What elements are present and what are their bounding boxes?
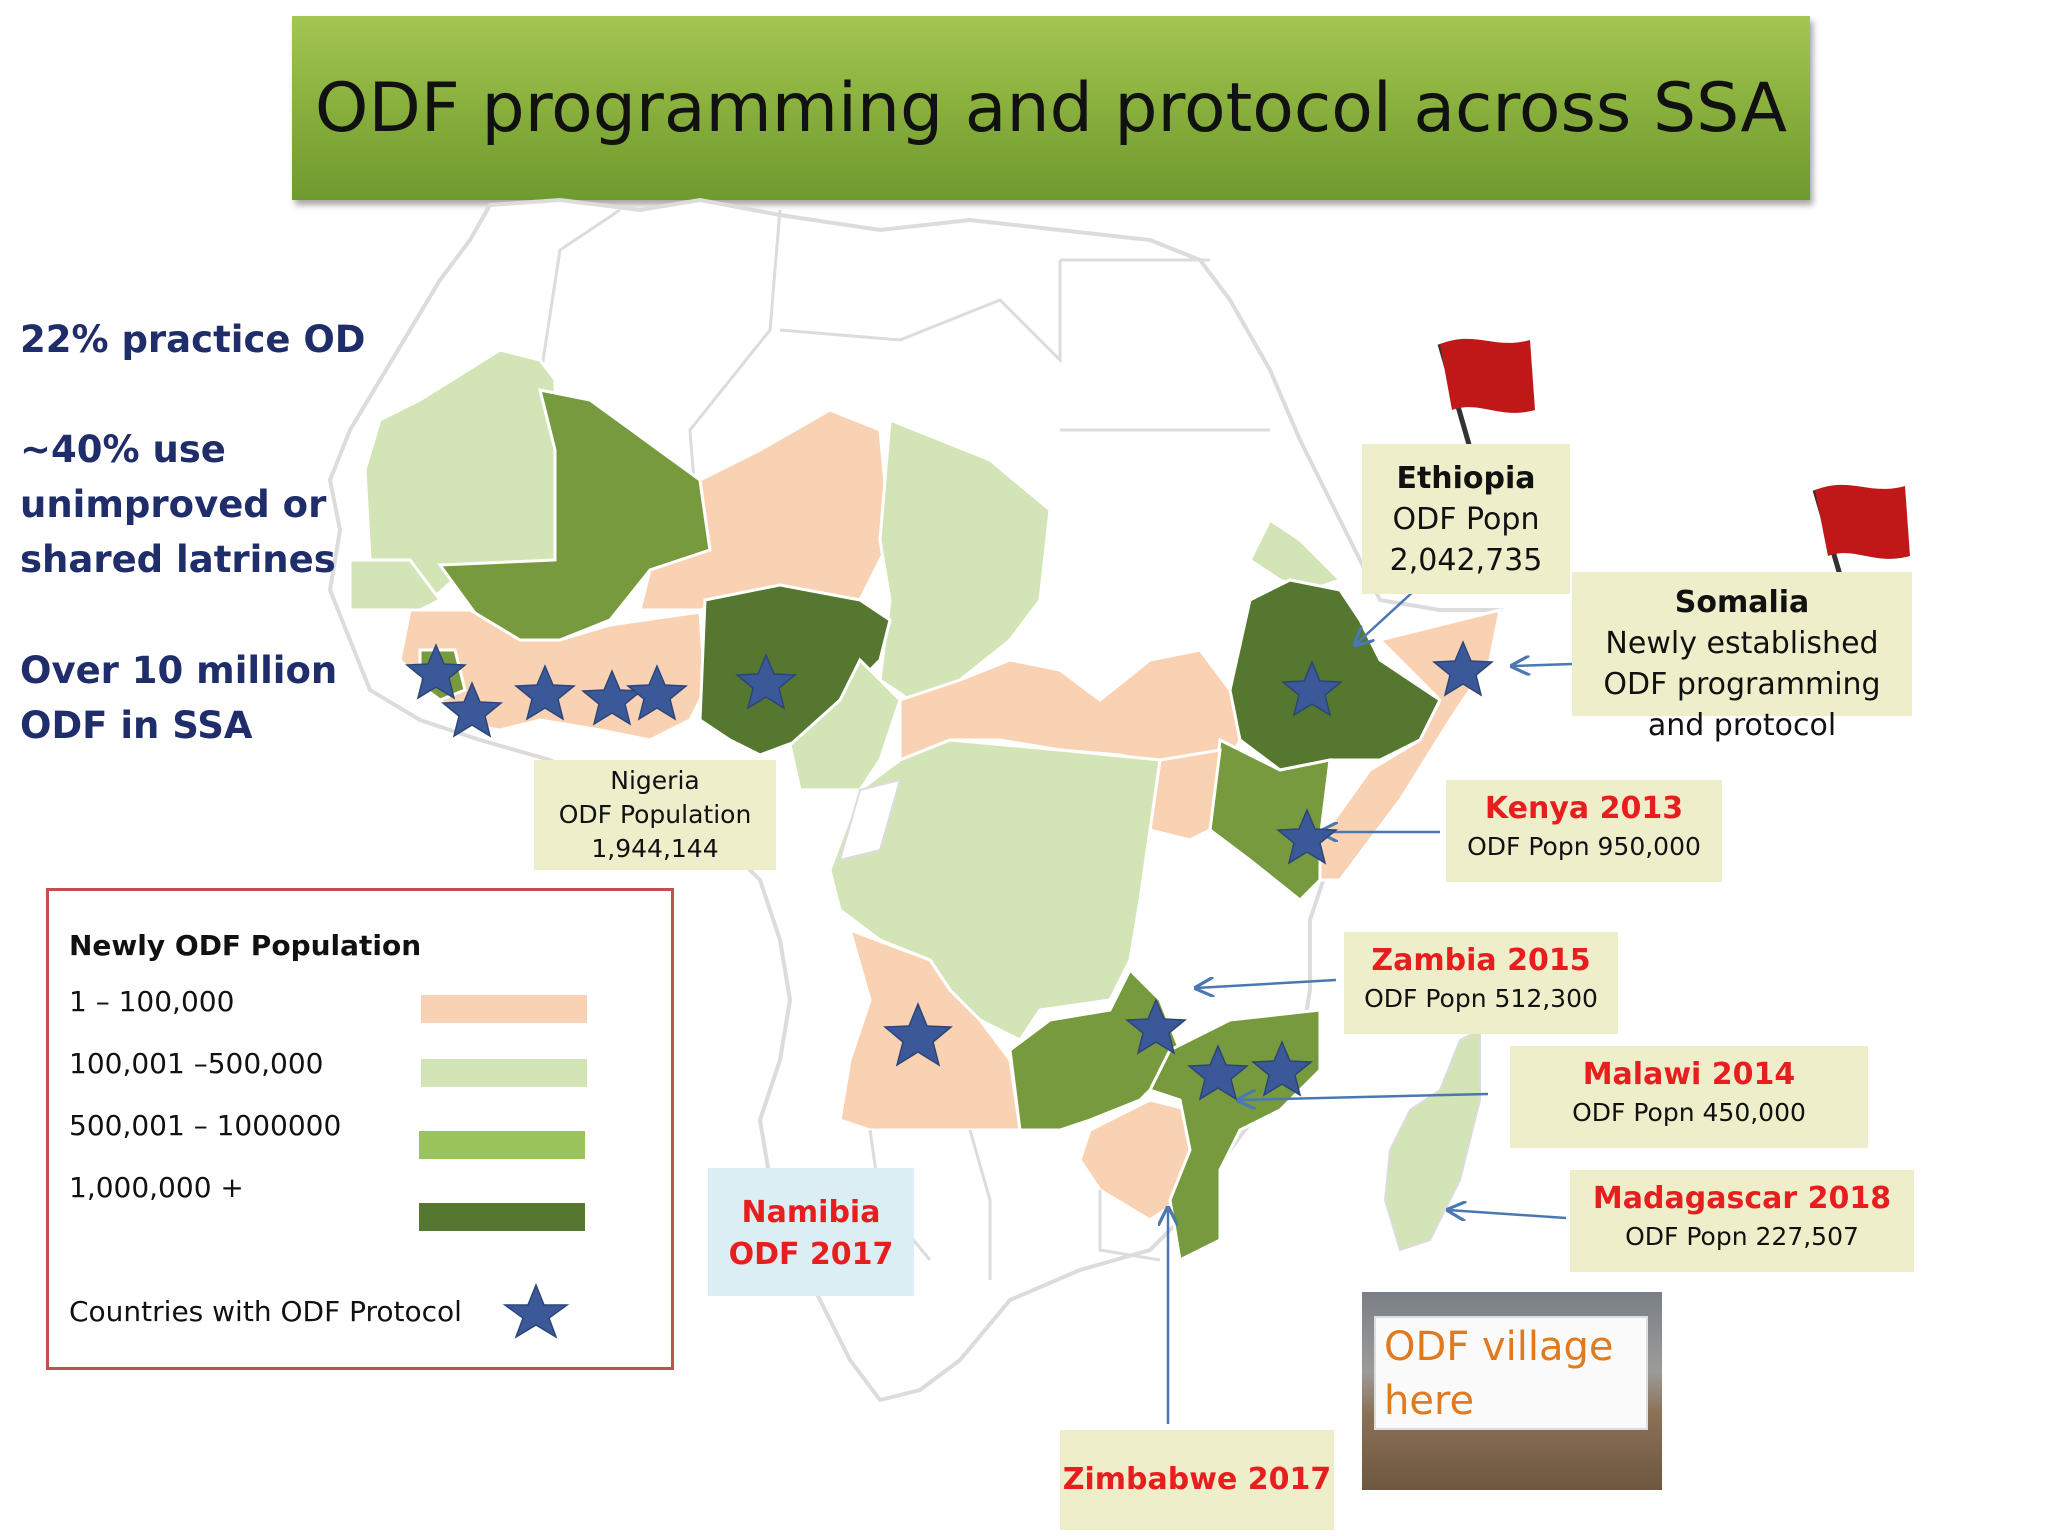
callout-nigeria: Nigeria ODF Population 1,944,144 <box>534 760 776 870</box>
country-gabon <box>838 778 902 862</box>
callout-madagascar: Madagascar 2018 ODF Popn 227,507 <box>1570 1170 1914 1272</box>
stat-practice-od: 22% practice OD <box>20 318 366 361</box>
legend-protocol-label: Countries with ODF Protocol <box>69 1295 462 1328</box>
callout-namibia: Namibia ODF 2017 <box>708 1168 914 1296</box>
arrow-ethiopia <box>1355 589 1416 645</box>
arrow-madagascar <box>1448 1210 1567 1218</box>
stat-odf-line1: Over 10 million <box>20 649 338 692</box>
star-icon <box>1125 998 1187 1055</box>
callout-somalia: Somalia Newly established ODF programmin… <box>1572 572 1912 743</box>
legend-label-2: 100,001 –500,000 <box>69 1047 324 1080</box>
callout-kenya: Kenya 2013 ODF Popn 950,000 <box>1446 780 1722 882</box>
star-icon <box>1432 640 1494 697</box>
legend-label-4: 1,000,000 + <box>69 1171 244 1204</box>
odf-village-photo: ODF village here <box>1362 1292 1662 1490</box>
star-icon <box>1251 1040 1313 1097</box>
callout-zambia-line1: ODF Popn 512,300 <box>1364 984 1598 1013</box>
title-banner: ODF programming and protocol across SSA <box>292 16 1810 200</box>
legend-title: Newly ODF Population <box>69 929 422 962</box>
legend-swatch-1 <box>421 995 587 1023</box>
callout-arrows <box>1168 589 1573 1424</box>
callout-nigeria-line2: 1,944,144 <box>591 834 719 863</box>
country-senegal <box>348 558 443 612</box>
billboard-line2: here <box>1384 1378 1475 1424</box>
callout-madagascar-line1: ODF Popn 227,507 <box>1625 1222 1859 1251</box>
billboard-text: ODF village here <box>1384 1320 1614 1428</box>
country-kenya <box>1208 737 1332 903</box>
protocol-stars <box>405 640 1494 1101</box>
stat-latrines-line1: ~40% use <box>20 428 226 471</box>
page-title: ODF programming and protocol across SSA <box>314 68 1788 148</box>
callout-zimbabwe: Zimbabwe 2017 <box>1060 1430 1334 1530</box>
country-cameroon <box>788 657 902 792</box>
callout-madagascar-name: Madagascar 2018 <box>1592 1181 1892 1216</box>
star-icon <box>502 1283 570 1339</box>
callout-somalia-name: Somalia <box>1674 585 1810 620</box>
legend-label-3: 500,001 – 1000000 <box>69 1109 342 1142</box>
star-icon <box>735 653 797 710</box>
legend-swatch-2 <box>421 1059 587 1087</box>
callout-kenya-name: Kenya 2013 <box>1484 791 1684 826</box>
callout-nigeria-line1: ODF Population <box>558 800 752 829</box>
arrow-zambia <box>1196 980 1337 988</box>
star-icon <box>883 1002 953 1067</box>
billboard <box>1374 1316 1648 1430</box>
callout-somalia-line2: ODF programming <box>1603 667 1881 702</box>
legend: Newly ODF Population 1 – 100,000 100,001… <box>46 888 674 1370</box>
callout-zambia: Zambia 2015 ODF Popn 512,300 <box>1344 932 1618 1034</box>
legend-swatch-3 <box>419 1131 585 1159</box>
callout-somalia-line3: and protocol <box>1647 708 1837 743</box>
callout-malawi-line1: ODF Popn 450,000 <box>1572 1098 1806 1127</box>
callout-nigeria-country: Nigeria <box>610 766 700 795</box>
callout-malawi: Malawi 2014 ODF Popn 450,000 <box>1510 1046 1868 1148</box>
legend-label-1: 1 – 100,000 <box>69 985 235 1018</box>
star-icon <box>1281 660 1343 717</box>
callout-namibia-line1: Namibia <box>741 1195 881 1230</box>
stat-latrines-line3: shared latrines <box>20 538 336 581</box>
callout-zambia-name: Zambia 2015 <box>1371 943 1591 978</box>
star-icon <box>1187 1044 1249 1101</box>
star-icon <box>626 664 688 721</box>
callout-zimbabwe-name: Zimbabwe 2017 <box>1062 1462 1332 1497</box>
country-eritrea <box>1248 517 1343 592</box>
legend-swatch-4 <box>419 1203 585 1231</box>
stat-odf-line2: ODF in SSA <box>20 704 253 747</box>
callout-ethiopia-line2: 2,042,735 <box>1389 543 1543 578</box>
arrow-somalia <box>1512 664 1573 666</box>
callout-somalia-line1: Newly established <box>1605 626 1879 661</box>
stat-latrines-line2: unimproved or <box>20 483 327 526</box>
callout-ethiopia-line1: ODF Popn <box>1392 502 1540 537</box>
callout-malawi-name: Malawi 2014 <box>1582 1057 1796 1092</box>
star-icon <box>441 681 503 738</box>
callout-ethiopia-name: Ethiopia <box>1396 461 1536 496</box>
star-icon <box>514 664 576 721</box>
arrow-malawi <box>1238 1094 1489 1100</box>
north-africa-borders <box>538 208 1270 561</box>
callout-namibia-line2: ODF 2017 <box>728 1237 894 1272</box>
country-madagascar <box>1383 1028 1481 1252</box>
billboard-line1: ODF village <box>1384 1324 1614 1370</box>
flag-icon-ethiopia <box>1437 338 1535 449</box>
star-icon <box>405 643 467 700</box>
star-icon <box>1276 808 1338 865</box>
country-drc <box>828 738 1162 1042</box>
callout-kenya-line1: ODF Popn 950,000 <box>1467 832 1701 861</box>
callout-ethiopia: Ethiopia ODF Popn 2,042,735 <box>1362 444 1570 594</box>
